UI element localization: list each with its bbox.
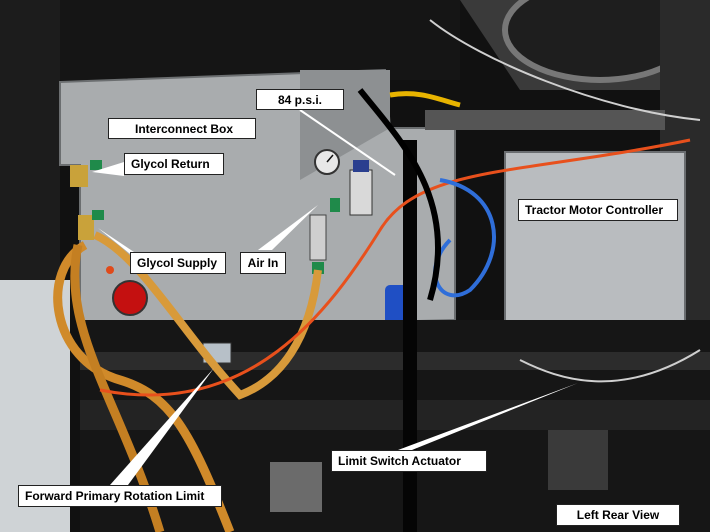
yellow-cable (389, 91, 461, 108)
glycol-hose-3 (70, 244, 165, 532)
label-glycol-return: Glycol Return (124, 153, 224, 175)
label-interconnect-box: Interconnect Box (108, 118, 256, 139)
label-tractor-motor-controller: Tractor Motor Controller (518, 199, 678, 221)
pointer-glycol-supply (98, 228, 140, 262)
pointer-glycol-return (92, 162, 124, 176)
emergency-stop-button (112, 280, 148, 316)
air-filter (309, 214, 327, 261)
label-forward-primary-rotation-limit: Forward Primary Rotation Limit (18, 485, 222, 507)
pointer-forward-primary-rotation-limit (110, 368, 214, 485)
gray-wires-2 (519, 349, 701, 383)
pointer-psi (299, 109, 396, 176)
gray-wires (429, 19, 701, 121)
label-psi: 84 p.s.i. (256, 89, 344, 110)
green-fitting-2 (92, 210, 104, 220)
green-valve-1 (330, 198, 340, 212)
green-fitting-1 (90, 160, 102, 170)
vertical-pole (403, 140, 417, 532)
label-air-in: Air In (240, 252, 286, 274)
right-bracket (548, 430, 608, 490)
black-cable-bundle (357, 88, 442, 301)
air-regulator (349, 169, 373, 216)
pointer-limit-switch-actuator (398, 383, 578, 450)
glycol-hose-1 (53, 241, 235, 532)
label-glycol-supply: Glycol Supply (130, 252, 226, 274)
gauge-needle (326, 154, 334, 163)
controller-bracket (425, 110, 665, 130)
indicator-light (106, 266, 114, 274)
glycol-return-fitting (70, 165, 88, 187)
top-dark-area (60, 0, 460, 80)
orange-cable (99, 138, 691, 397)
regulator-cap (353, 160, 369, 172)
label-left-rear-view: Left Rear View (556, 504, 680, 526)
frame-rail (80, 352, 710, 370)
glycol-supply-fitting (78, 215, 94, 240)
pointer-air-in (258, 205, 318, 250)
floor-block (270, 462, 322, 512)
label-limit-switch-actuator: Limit Switch Actuator (331, 450, 487, 472)
left-machinery (0, 0, 60, 300)
